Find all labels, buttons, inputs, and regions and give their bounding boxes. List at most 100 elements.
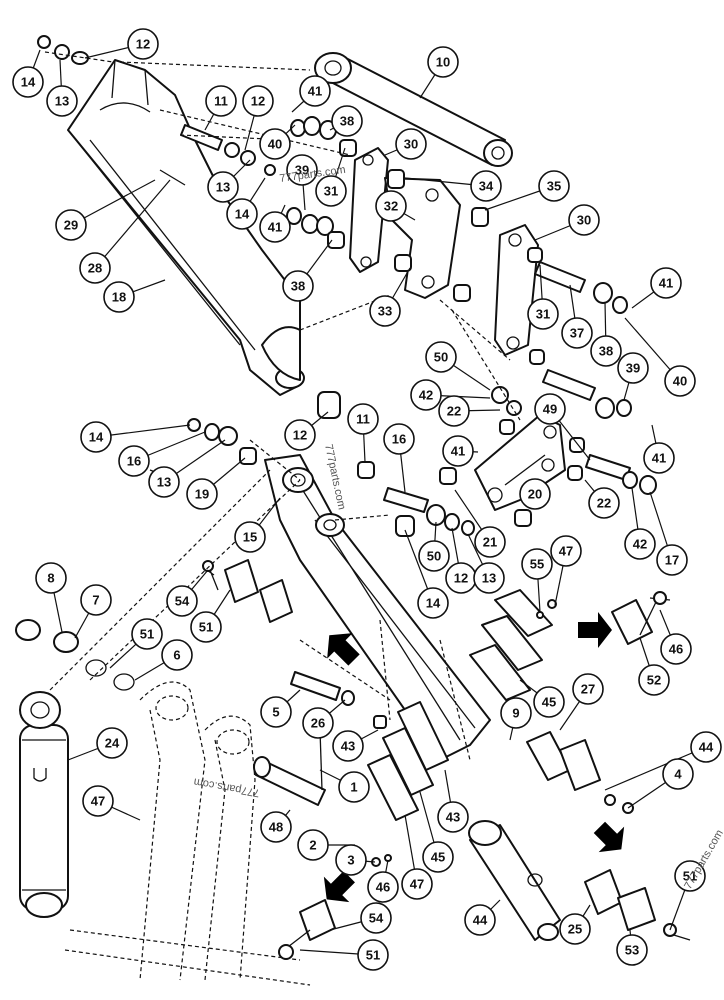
callout-circle	[624, 528, 656, 560]
callout-number: 42	[633, 537, 647, 552]
callout-6: 6	[161, 639, 193, 671]
callout-number: 12	[251, 94, 265, 109]
callout-circle	[282, 270, 314, 302]
callout-4: 4	[662, 758, 694, 790]
callout-number: 9	[512, 706, 519, 721]
callout-50: 50	[418, 540, 450, 572]
callout-circle	[186, 478, 218, 510]
callout-48: 48	[260, 811, 292, 843]
callout-number: 45	[542, 695, 556, 710]
callout-number: 22	[447, 404, 461, 419]
callout-37: 37	[561, 317, 593, 349]
callout-41: 41	[299, 75, 331, 107]
callout-13: 13	[148, 466, 180, 498]
callout-circle	[664, 365, 696, 397]
callout-41: 41	[650, 267, 682, 299]
callout-54: 54	[166, 585, 198, 617]
callout-circle	[360, 902, 392, 934]
callout-circle	[401, 868, 433, 900]
callout-circle	[205, 85, 237, 117]
callout-circle	[260, 696, 292, 728]
callout-circle	[79, 252, 111, 284]
direction-arrows	[323, 612, 625, 903]
callout-number: 41	[451, 444, 465, 459]
callout-number: 40	[673, 374, 687, 389]
callout-34: 34	[470, 170, 502, 202]
callout-9: 9	[500, 697, 532, 729]
link-plate-30-right	[494, 224, 539, 356]
callout-circle	[259, 211, 291, 243]
callout-circle	[470, 170, 502, 202]
callout-number: 27	[581, 682, 595, 697]
callout-number: 18	[112, 290, 126, 305]
callout-number: 30	[577, 213, 591, 228]
callout-circle	[80, 584, 112, 616]
callout-47: 47	[82, 785, 114, 817]
callout-50: 50	[425, 341, 457, 373]
callout-number: 6	[173, 648, 180, 663]
callout-circle	[284, 419, 316, 451]
callout-number: 31	[324, 184, 338, 199]
callout-44: 44	[464, 904, 496, 936]
callout-43: 43	[437, 801, 469, 833]
callout-41: 41	[259, 211, 291, 243]
callout-number: 41	[268, 220, 282, 235]
callout-circle	[82, 785, 114, 817]
callout-number: 38	[340, 114, 354, 129]
callout-number: 11	[214, 94, 228, 109]
callout-circle	[234, 521, 266, 553]
callout-24: 24	[96, 727, 128, 759]
callout-22: 22	[438, 395, 470, 427]
link-plate-30-upper	[349, 147, 389, 273]
callout-27: 27	[572, 673, 604, 705]
callout-circle	[302, 707, 334, 739]
callout-19: 19	[186, 478, 218, 510]
callout-circle	[561, 317, 593, 349]
callout-number: 46	[376, 880, 390, 895]
callout-number: 14	[426, 596, 441, 611]
callout-55: 55	[521, 548, 553, 580]
callout-circle	[286, 154, 318, 186]
callout-number: 34	[479, 179, 494, 194]
callout-number: 32	[384, 199, 398, 214]
callout-12: 12	[445, 562, 477, 594]
callout-39: 39	[286, 154, 318, 186]
callout-33: 33	[369, 295, 401, 327]
callout-number: 51	[199, 620, 213, 635]
callout-circle	[166, 585, 198, 617]
callout-circle	[338, 771, 370, 803]
callout-47: 47	[550, 535, 582, 567]
callout-20: 20	[519, 478, 551, 510]
callout-circle	[417, 587, 449, 619]
callout-number: 15	[243, 530, 257, 545]
callout-40: 40	[259, 128, 291, 160]
watermark-text: 777parts.com	[322, 443, 348, 511]
callout-number: 53	[625, 943, 639, 958]
callout-number: 30	[404, 137, 418, 152]
callout-number: 13	[55, 94, 69, 109]
callout-51: 51	[357, 939, 389, 971]
callout-3: 3	[335, 844, 367, 876]
callout-5: 5	[260, 696, 292, 728]
callout-circle	[315, 175, 347, 207]
callout-number: 19	[195, 487, 209, 502]
callout-31: 31	[315, 175, 347, 207]
callout-16: 16	[118, 445, 150, 477]
callout-circle	[662, 758, 694, 790]
callout-30: 30	[568, 204, 600, 236]
callout-circle	[297, 829, 329, 861]
callout-circle	[568, 204, 600, 236]
callout-14: 14	[80, 421, 112, 453]
callout-13: 13	[473, 562, 505, 594]
callout-22: 22	[588, 487, 620, 519]
callout-circle	[588, 487, 620, 519]
callout-21: 21	[474, 526, 506, 558]
callout-42: 42	[624, 528, 656, 560]
callout-circle	[80, 421, 112, 453]
callout-number: 14	[235, 207, 250, 222]
callout-41: 41	[442, 435, 474, 467]
callout-circle	[660, 633, 692, 665]
callout-circle	[534, 393, 566, 425]
callout-47: 47	[401, 868, 433, 900]
callout-number: 51	[140, 627, 154, 642]
